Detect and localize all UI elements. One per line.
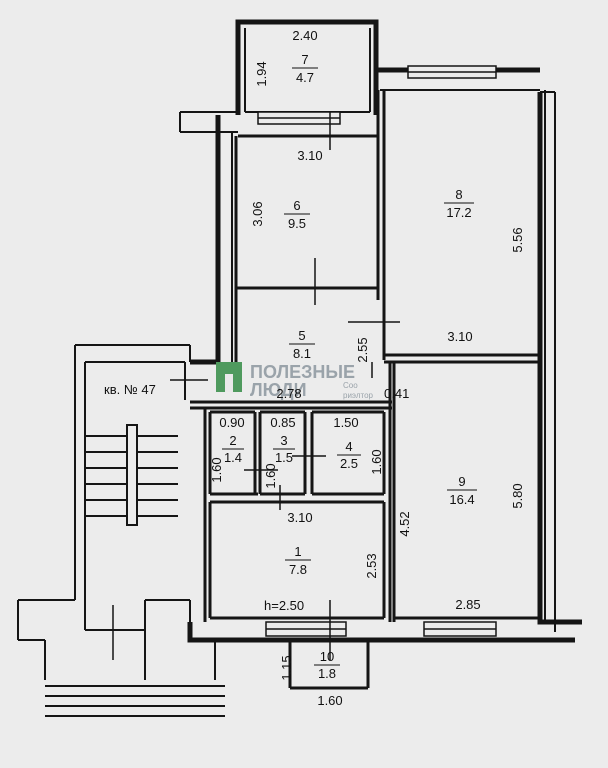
dim-r8-height: 5.56 bbox=[510, 227, 525, 252]
room-4-area: 2.5 bbox=[340, 456, 358, 471]
dim-r1-height: 2.53 bbox=[364, 553, 379, 578]
dim-r10-height: 1.15 bbox=[279, 655, 294, 680]
apartment-label: кв. № 47 bbox=[104, 382, 156, 397]
room-7-area: 4.7 bbox=[296, 70, 314, 85]
doors bbox=[112, 112, 400, 660]
dim-r5-offset: 0.41 bbox=[384, 386, 409, 401]
dim-r2-height: 1.60 bbox=[209, 457, 224, 482]
dim-r9-height: 5.80 bbox=[510, 483, 525, 508]
partitions bbox=[190, 90, 540, 690]
room-6-number: 6 bbox=[293, 198, 300, 213]
watermark-logo: ПОЛЕЗНЫЕ ЛЮДИ Соо риэлтор bbox=[216, 362, 374, 400]
dim-r5-height: 2.55 bbox=[355, 337, 370, 362]
dim-r3-height: 1.60 bbox=[263, 463, 278, 488]
dim-r3-width: 0.85 bbox=[270, 415, 295, 430]
watermark-line2: ЛЮДИ bbox=[250, 380, 307, 400]
dim-r4-width: 1.50 bbox=[333, 415, 358, 430]
ceiling-height: h=2.50 bbox=[264, 598, 304, 613]
room-4-number: 4 bbox=[345, 439, 352, 454]
watermark-line1: ПОЛЕЗНЫЕ bbox=[250, 362, 355, 382]
staircase bbox=[45, 424, 225, 717]
dim-r2-width: 0.90 bbox=[219, 415, 244, 430]
room-3-number: 3 bbox=[280, 433, 287, 448]
dim-r10-width: 1.60 bbox=[317, 693, 342, 708]
room-5-number: 5 bbox=[298, 328, 305, 343]
dim-r6-width: 3.10 bbox=[297, 148, 322, 163]
room-labels: 7 4.7 6 9.5 8 17.2 5 8.1 2 1.4 3 1.5 4 2… bbox=[222, 52, 477, 681]
room-7-number: 7 bbox=[301, 52, 308, 67]
dim-r7-height: 1.94 bbox=[254, 61, 269, 86]
dim-r6-height: 3.06 bbox=[250, 201, 265, 226]
windows bbox=[257, 65, 497, 637]
room-8-area: 17.2 bbox=[446, 205, 471, 220]
dim-r7-width: 2.40 bbox=[292, 28, 317, 43]
dim-r1-width: 3.10 bbox=[287, 510, 312, 525]
room-2-area: 1.4 bbox=[224, 450, 242, 465]
room-9-number: 9 bbox=[458, 474, 465, 489]
room-5-area: 8.1 bbox=[293, 346, 311, 361]
room-10-number: 10 bbox=[320, 649, 334, 664]
room-10-area: 1.8 bbox=[318, 666, 336, 681]
room-1-area: 7.8 bbox=[289, 562, 307, 577]
room-6-area: 9.5 bbox=[288, 216, 306, 231]
dim-r8-width: 3.10 bbox=[447, 329, 472, 344]
room-9-area: 16.4 bbox=[449, 492, 474, 507]
dimensions: 2.40 1.94 3.10 3.06 5.56 3.10 2.55 2.78 … bbox=[209, 28, 525, 708]
room-3-area: 1.5 bbox=[275, 450, 293, 465]
watermark-small1: Соо bbox=[343, 381, 358, 390]
dim-r9-height2: 4.52 bbox=[397, 511, 412, 536]
room-1-number: 1 bbox=[294, 544, 301, 559]
dim-r4-height: 1.60 bbox=[369, 449, 384, 474]
watermark-small2: риэлтор bbox=[343, 391, 374, 400]
dim-r5-width: 2.78 bbox=[276, 386, 301, 401]
room-2-number: 2 bbox=[229, 433, 236, 448]
dim-r9-width: 2.85 bbox=[455, 597, 480, 612]
room-8-number: 8 bbox=[455, 187, 462, 202]
